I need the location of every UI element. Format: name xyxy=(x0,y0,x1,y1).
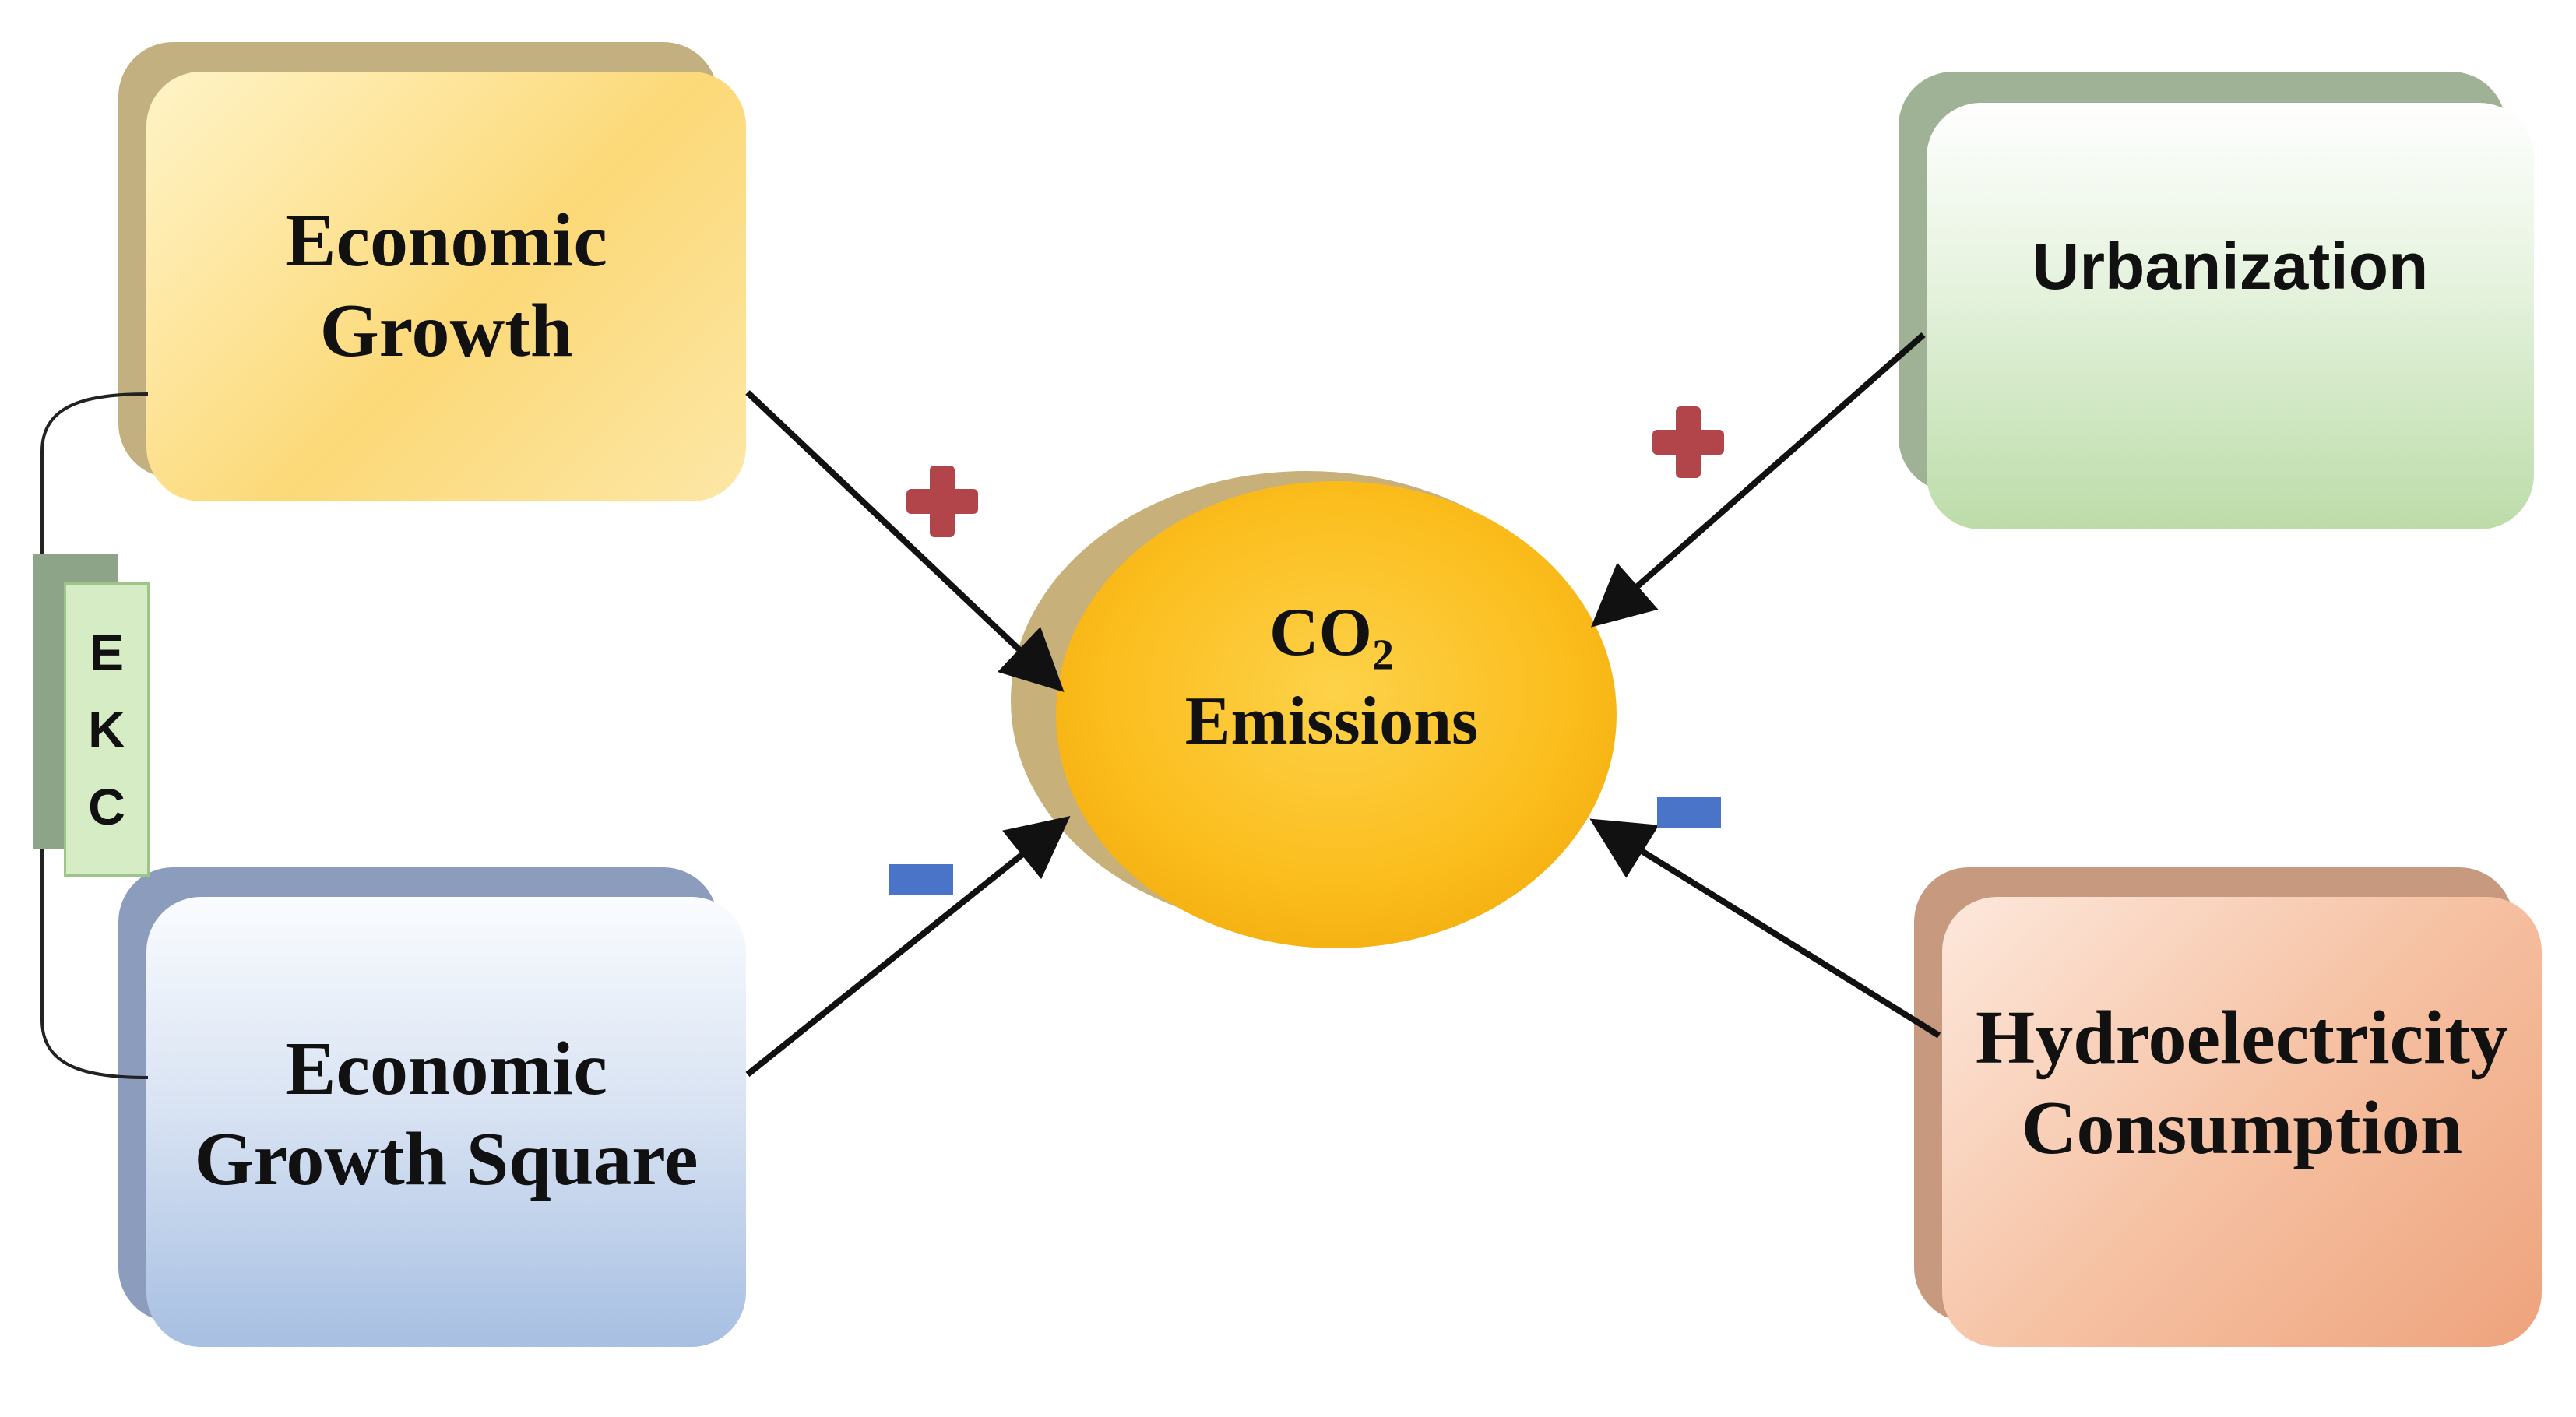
co2-ellipse xyxy=(1056,481,1617,948)
ekc-letter-e: E xyxy=(89,623,125,681)
economic-growth-square-line2: Growth Square xyxy=(194,1117,699,1201)
economic-growth-square-box: Economic Growth Square xyxy=(146,897,746,1347)
minus-sign-hydroelectricity xyxy=(1657,797,1721,828)
co2-subscript: 2 xyxy=(1372,631,1394,680)
ekc-tab: E K C xyxy=(64,582,150,877)
economic-growth-line1: Economic xyxy=(285,199,607,283)
economic-growth-label: Economic Growth xyxy=(146,72,746,501)
co2-line1: CO2 xyxy=(1269,592,1394,681)
minus-sign-economic-growth-square xyxy=(889,864,953,895)
arrow-economic-growth xyxy=(745,390,1065,693)
plus-sign-urbanization xyxy=(1652,406,1724,478)
urbanization-label: Urbanization xyxy=(1927,103,2534,430)
economic-growth-line2: Growth xyxy=(319,289,573,373)
co2-label: CO2 Emissions xyxy=(1090,576,1573,779)
urbanization-box: Urbanization xyxy=(1927,103,2534,529)
arrow-urbanization xyxy=(1590,332,1926,628)
co2-line2: Emissions xyxy=(1184,683,1479,759)
plus-sign-economic-growth xyxy=(906,466,978,537)
urbanization-text: Urbanization xyxy=(2032,229,2429,303)
economic-growth-box: Economic Growth xyxy=(146,72,746,501)
hydroelectricity-line1: Hydroelectricity xyxy=(1976,996,2508,1081)
hydroelectricity-box: Hydroelectricity Consumption xyxy=(1942,897,2542,1347)
ekc-letter-k: K xyxy=(88,700,125,758)
arrow-hydroelectricity xyxy=(1589,818,1941,1039)
economic-growth-square-line1: Economic xyxy=(285,1027,607,1112)
co2-base: CO xyxy=(1269,595,1372,671)
hydroelectricity-line2: Consumption xyxy=(2021,1086,2463,1170)
arrow-economic-growth-square xyxy=(745,815,1071,1078)
ekc-letter-c: C xyxy=(88,777,125,835)
hydroelectricity-label: Hydroelectricity Consumption xyxy=(1942,928,2542,1239)
economic-growth-square-label: Economic Growth Square xyxy=(146,959,746,1271)
